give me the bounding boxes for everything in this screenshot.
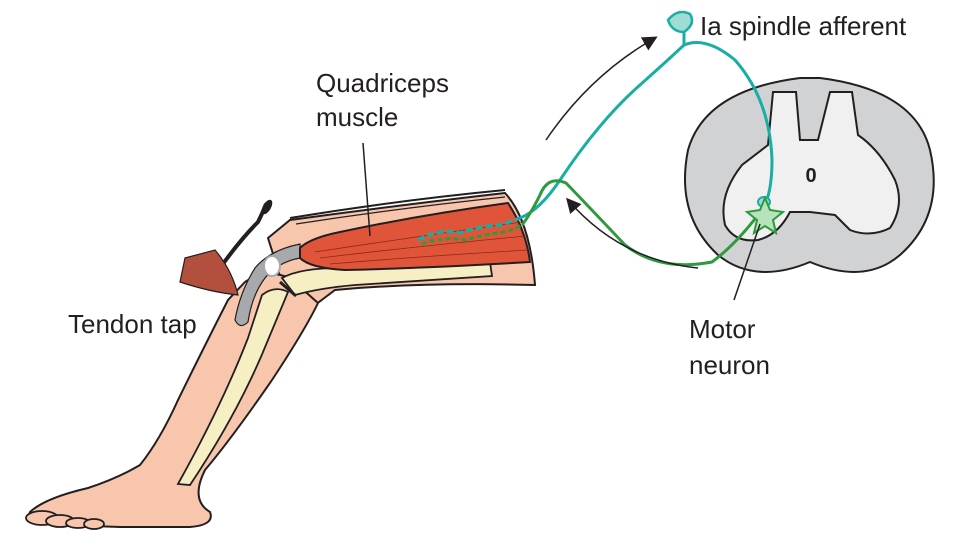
leg [26,190,535,529]
label-quadriceps-line1: Quadriceps [316,68,449,98]
efferent-direction-arrow [568,200,698,268]
central-canal: 0 [805,165,816,187]
patella [264,256,280,276]
spinal-cord: 0 [685,78,934,272]
label-motor-line2: neuron [689,350,770,380]
label-motor-line1: Motor [689,314,756,344]
label-quadriceps-line2: muscle [316,102,398,132]
dorsal-root-ganglion [668,12,692,45]
label-tendon-tap: Tendon tap [68,309,197,339]
hammer-handle [220,204,266,268]
label-ia-spindle-afferent: Ia spindle afferent [700,11,907,41]
